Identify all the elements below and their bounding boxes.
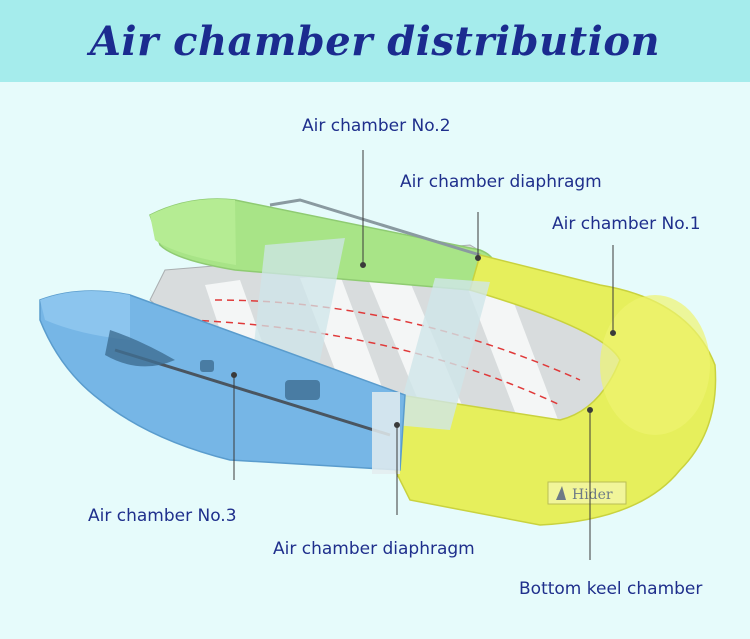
air-chamber-diaphragm-front xyxy=(372,392,400,474)
boat-diagram: Hider xyxy=(39,150,717,560)
label-air-chamber-3: Air chamber No.3 xyxy=(88,506,237,526)
brand-text: Hider xyxy=(572,487,613,503)
page-title: Air chamber distribution xyxy=(89,17,661,65)
label-bottom-keel-chamber: Bottom keel chamber xyxy=(519,579,703,599)
air-chamber-3 xyxy=(39,290,406,471)
label-air-chamber-diaphragm-bottom: Air chamber diaphragm xyxy=(273,539,475,559)
leader-lines xyxy=(231,150,616,560)
air-chamber-1 xyxy=(394,254,717,526)
label-air-chamber-2: Air chamber No.2 xyxy=(302,116,451,136)
label-air-chamber-diaphragm-top: Air chamber diaphragm xyxy=(400,172,602,192)
label-air-chamber-1: Air chamber No.1 xyxy=(552,214,701,234)
brand-logo: Hider xyxy=(547,481,627,505)
title-banner: Air chamber distribution xyxy=(0,0,750,82)
